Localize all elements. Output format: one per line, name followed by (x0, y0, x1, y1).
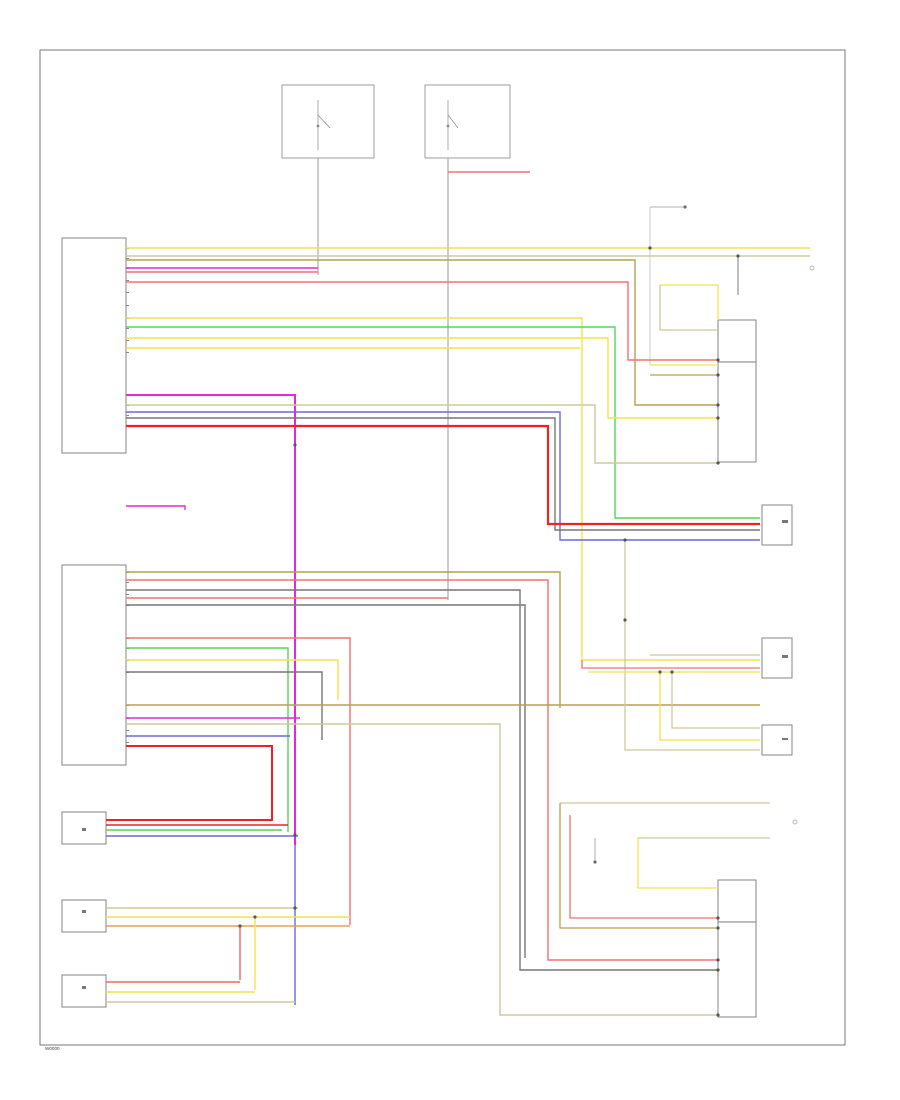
seat-position-sensor-left (717, 361, 757, 463)
driver-seat-lumbar-switch (761, 504, 793, 546)
fuse-box-left (281, 84, 375, 159)
fuse-box-right (424, 84, 511, 159)
wires-right-front-module (106, 571, 760, 1016)
right-front-seat-module (61, 564, 127, 766)
wires-left-front-module (126, 247, 810, 845)
junction-dots (238, 246, 740, 1017)
wires-passenger-switch (106, 824, 298, 1005)
wires-right-seat-position (559, 802, 770, 929)
wires-occupant-switch (106, 981, 295, 1003)
component-symbols (82, 265, 815, 989)
footer-code: W0000 (45, 1046, 60, 1051)
front-passenger-lumbar-switch (61, 899, 107, 933)
rear-seat-switch-top (717, 319, 757, 363)
wires-right-driver (581, 256, 760, 751)
right-seat-position-sensor (717, 921, 757, 1018)
left-front-seat-module (61, 237, 127, 454)
passenger-seat-occupant-switch (61, 974, 107, 1008)
diagram-frame (39, 49, 846, 1046)
wires-lumbar-switch (106, 907, 350, 990)
right-seat-position-switch (717, 879, 757, 923)
